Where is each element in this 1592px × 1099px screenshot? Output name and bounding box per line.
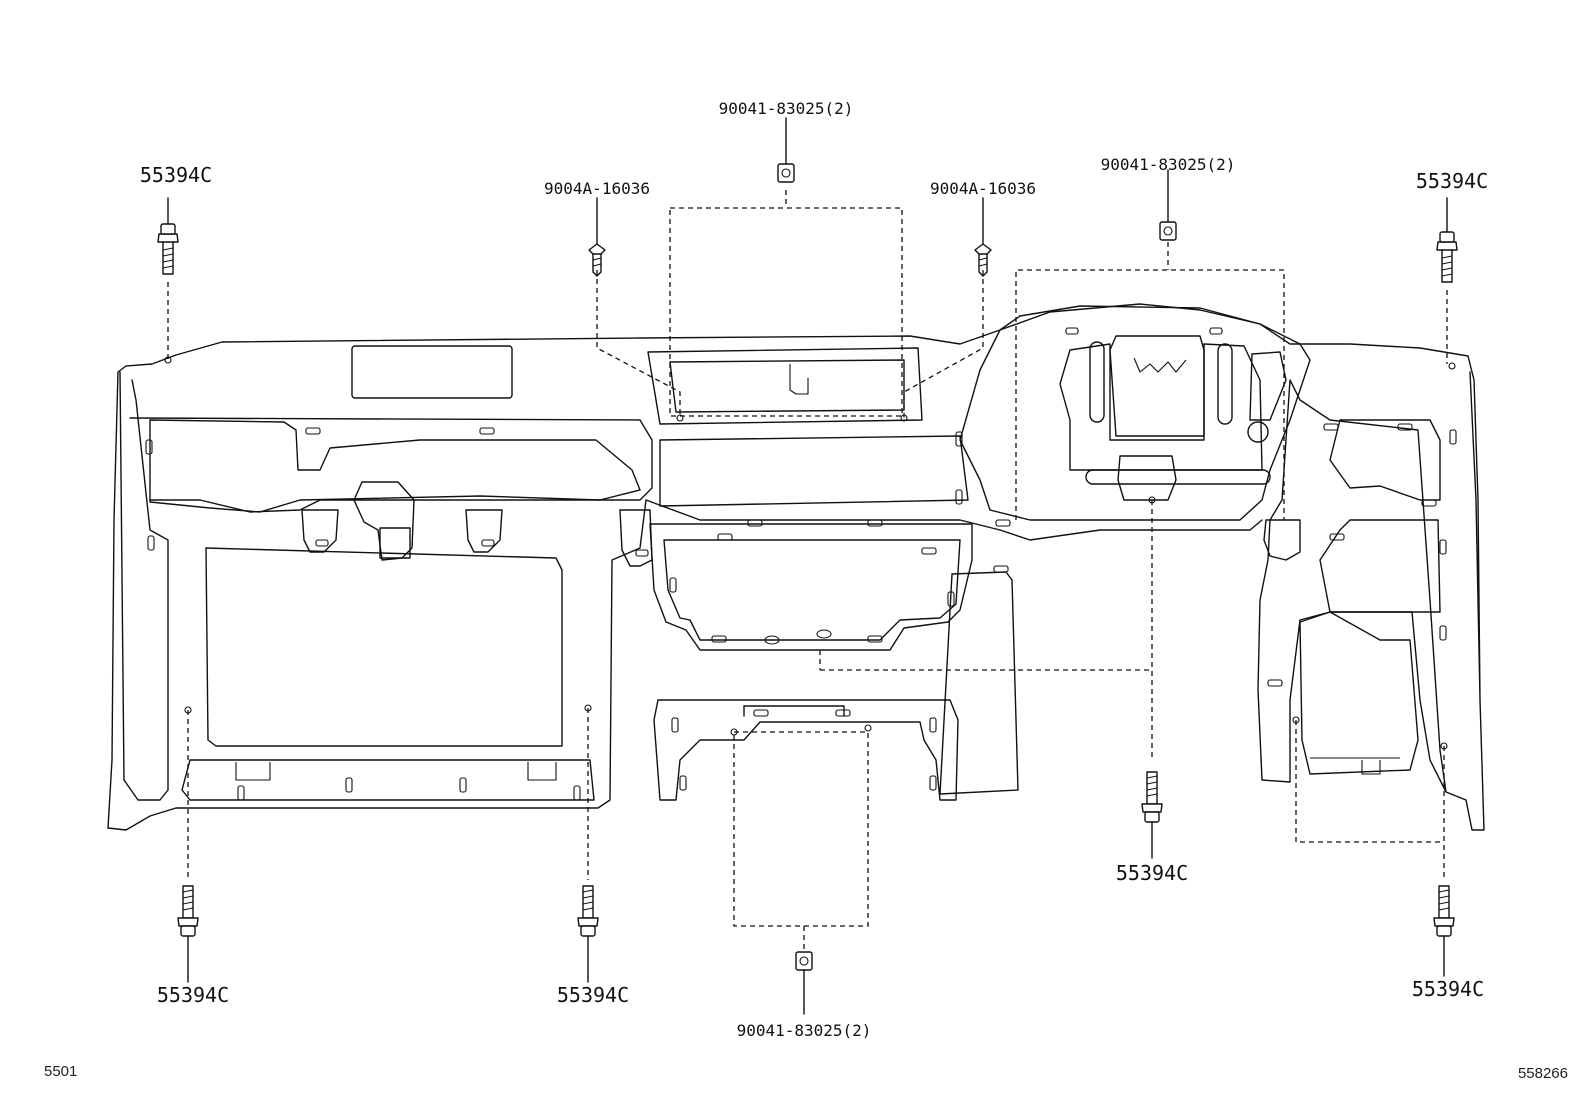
callout-bolt-bottom-right: 55394C	[1412, 977, 1484, 1001]
clip-icon	[588, 197, 606, 277]
callout-bolt-top-right: 55394C	[1416, 169, 1488, 193]
callout-nut-bottom-center: 90041-83025(2)	[737, 1021, 872, 1040]
bolt-icon	[157, 197, 179, 275]
callout-nut-top-center: 90041-83025(2)	[719, 99, 854, 118]
bolt-icon	[177, 885, 199, 983]
bolt-icon	[577, 885, 599, 983]
callout-bolt-bottom-1: 55394C	[157, 983, 229, 1007]
callout-clip-left: 9004A-16036	[544, 179, 650, 198]
nut-icon	[795, 951, 813, 1015]
callout-bolt-center-lower: 55394C	[1116, 861, 1188, 885]
callout-bolt-top-left: 55394C	[140, 163, 212, 187]
footer-right-code: 558266	[1518, 1065, 1568, 1082]
footer-left-code: 5501	[44, 1063, 77, 1080]
leader-lines	[167, 190, 1448, 950]
bolt-icon	[1141, 771, 1163, 859]
nut-icon	[1159, 169, 1177, 241]
bolt-icon	[1436, 197, 1458, 283]
callout-clip-right: 9004A-16036	[930, 179, 1036, 198]
callout-labels: 55394C 55394C 9004A-16036 9004A-16036 90…	[140, 99, 1488, 1040]
nut-icon	[777, 117, 795, 183]
callout-bolt-bottom-2: 55394C	[557, 983, 629, 1007]
instrument-panel-body	[107, 303, 1485, 831]
bolt-icon	[1433, 885, 1455, 977]
fasteners	[157, 117, 1458, 1015]
clip-icon	[974, 197, 992, 277]
callout-nut-top-right: 90041-83025(2)	[1101, 155, 1236, 174]
